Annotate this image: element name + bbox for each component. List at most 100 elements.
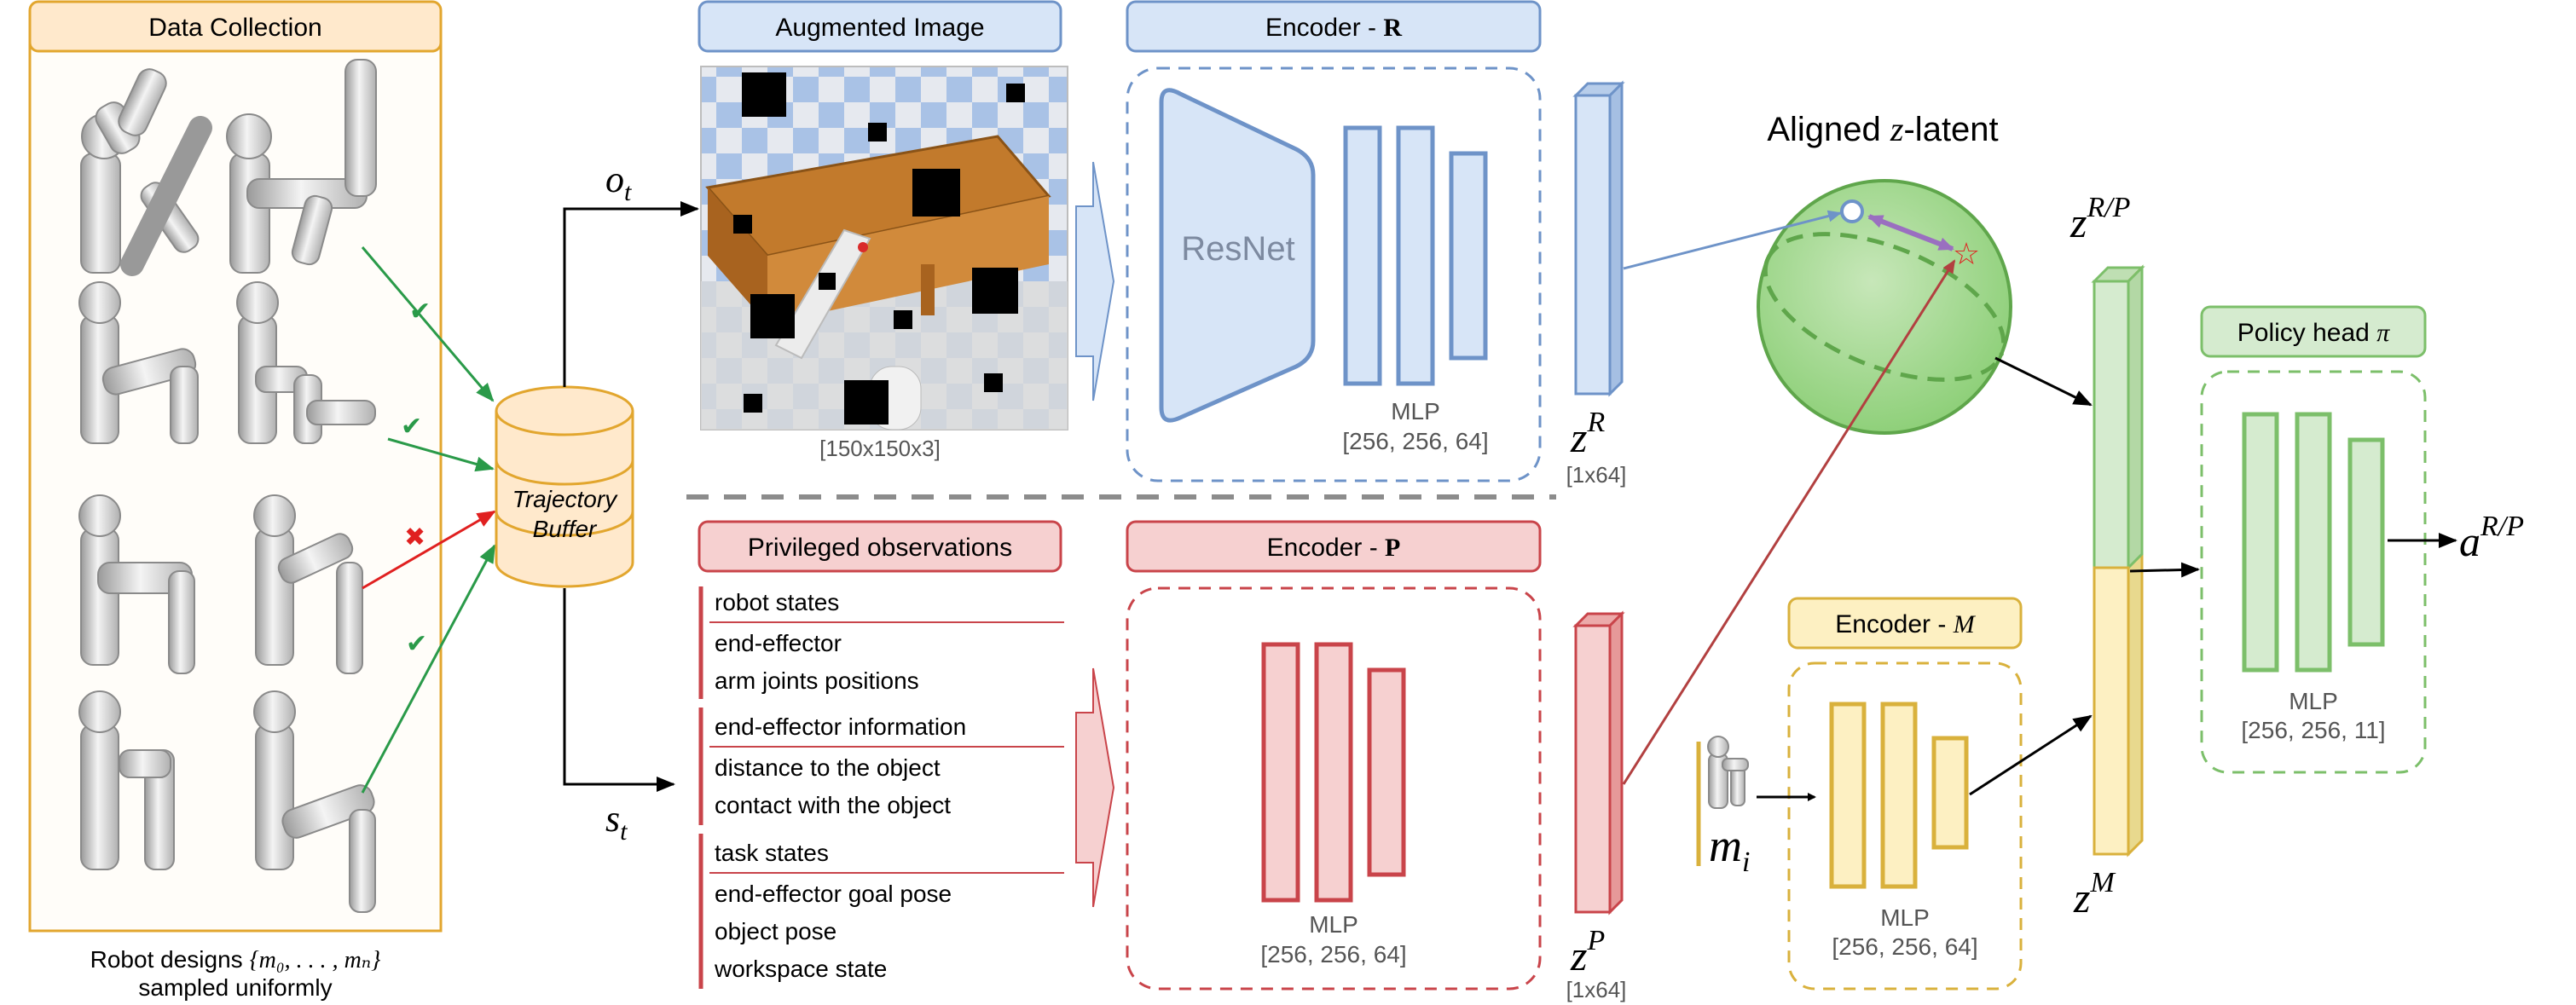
encoder-m-mlp-layers (1829, 702, 1969, 889)
encoder-p: Encoder - P MLP [256, 256, 64] (1126, 520, 1542, 991)
robot-design-3b (253, 494, 363, 674)
concatenated-latent: zR/P zM (2069, 192, 2145, 921)
robot-design-2b (236, 281, 376, 444)
trajectory-buffer-label-1: Trajectory (512, 486, 618, 512)
mlp-layer (1880, 702, 1918, 889)
encoder-p-title-box (1126, 520, 1542, 573)
image-to-encoder-arrow (1075, 161, 1115, 401)
arrow-accepted (361, 246, 495, 402)
trajectory-buffer: Trajectory Buffer (495, 385, 634, 588)
mlp-layer (1343, 125, 1382, 386)
mlp-layer (1396, 125, 1435, 386)
privileged-title: Privileged observations (748, 534, 1012, 562)
arrow-to-privileged (563, 588, 675, 792)
buffer-branch-arrows: ot st (563, 159, 699, 846)
z-p-label: zP (1570, 925, 1605, 979)
encoder-p-title: Encoder - P (1267, 534, 1401, 562)
o-t-label: ot (605, 159, 632, 206)
selection-marks: ✔ ✔ ✖ ✔ (401, 297, 431, 658)
encoder-p-mlp-layers (1261, 642, 1406, 903)
policy-head-frame (2200, 370, 2427, 774)
augmented-image-title: Augmented Image (775, 14, 984, 42)
latent-sphere-equator-back (1765, 232, 2006, 355)
privileged-title-box (698, 520, 1062, 573)
alignment-arrow (1867, 214, 1954, 251)
policy-head: Policy head π MLP [256, 256, 11] (2200, 305, 2427, 774)
encoder-p-mlp-dims: [256, 256, 64] (1260, 941, 1406, 967)
privileged-to-encoder-arrow (1075, 667, 1115, 908)
robot-design-2a (78, 281, 199, 444)
robot-design-1a (80, 68, 212, 276)
arrow-accepted (361, 544, 496, 794)
privileged-group-heading: task states (715, 840, 829, 866)
output-action-label: aR/P (2459, 511, 2524, 565)
check-icon: ✔ (409, 297, 431, 326)
arrow-to-image (563, 201, 699, 387)
resnet-block (1159, 88, 1316, 423)
check-icon: ✔ (401, 413, 422, 441)
privileged-item: end-effector (715, 630, 842, 656)
selection-arrows (361, 246, 496, 794)
encoder-r-mlp-dims: [256, 256, 64] (1342, 428, 1488, 454)
s-t-label: st (605, 798, 628, 846)
latent-sphere-equator-front (1763, 258, 2004, 382)
z-r-label: zR (1570, 407, 1605, 461)
encoder-m: Encoder - M MLP [256, 256, 64] (1787, 597, 2023, 991)
data-collection-title: Data Collection (148, 14, 321, 42)
privileged-item: contact with the object (715, 792, 951, 818)
augmented-image-render (700, 66, 1068, 430)
policy-head-title-box (2200, 305, 2427, 358)
mlp-layer (2347, 437, 2385, 647)
mlp-layer (1367, 667, 1406, 877)
encoder-m-frame (1787, 661, 2023, 991)
encoder-p-mlp-label: MLP (1309, 911, 1358, 938)
robot-design-1b (226, 59, 377, 274)
mlp-layer (1829, 702, 1867, 889)
cross-icon: ✖ (404, 523, 425, 552)
mlp-layer (1314, 642, 1353, 903)
robot-design-3a (78, 494, 195, 674)
encoder-m-mlp-label: MLP (1880, 904, 1930, 931)
augmented-image-panel: Augmented Image (698, 0, 1068, 461)
concat-to-policy-arrow (2129, 562, 2200, 578)
robot-design-thumbnails (78, 59, 377, 913)
aligned-latent-sphere: Aligned z-latent ☆ (1757, 110, 2012, 435)
arrow-rejected (362, 510, 496, 590)
privileged-item: arm joints positions (715, 667, 919, 694)
robot-thumbnail-icon (1707, 736, 1749, 809)
robot-designs-caption-line2: sampled uniformly (138, 974, 332, 1001)
sphere-to-concat-arrow (1994, 356, 2093, 407)
z-p-to-sphere-arrow (1622, 259, 1956, 785)
latent-sphere (1757, 179, 2012, 435)
robot-design-4a (78, 690, 175, 870)
privileged-group-end-effector-info: end-effector information distance to the… (698, 708, 1064, 825)
robot-descriptor-input: mi (1696, 736, 1816, 878)
encoder-m-mlp-dims: [256, 256, 64] (1832, 933, 1977, 960)
trajectory-buffer-label-2: Buffer (533, 516, 598, 542)
aligned-latent-title: Aligned z-latent (1767, 110, 1998, 148)
privileged-group-task-states: task states end-effector goal pose objec… (698, 834, 1064, 989)
m-i-label: mi (1709, 820, 1750, 878)
mlp-layer (2242, 412, 2279, 673)
z-r-dims: [1x64] (1566, 462, 1627, 488)
mlp-layer (1449, 151, 1488, 361)
z-rp-segment (2093, 280, 2130, 569)
policy-head-title: Policy head π (2237, 319, 2390, 347)
policy-mlp-label: MLP (2289, 688, 2338, 714)
encoder-r-title-box (1126, 0, 1542, 53)
encoder-m-to-concat-arrow (1969, 714, 2093, 796)
privileged-item: object pose (715, 918, 836, 944)
data-collection-title-box (28, 0, 443, 53)
z-r-point (1840, 199, 1864, 223)
z-m-segment (2093, 566, 2130, 856)
data-collection-panel: Data Collection (28, 0, 443, 1001)
augmented-image-title-box (698, 0, 1062, 53)
z-r-to-sphere-arrow (1623, 210, 1842, 270)
encoder-m-title: Encoder - M (1835, 610, 1976, 638)
encoder-m-title-box (1787, 597, 2023, 650)
z-r-latent: zR [1x64] (1566, 80, 1627, 488)
encoder-r-mlp-label: MLP (1391, 398, 1440, 425)
robot-design-4b (253, 690, 376, 913)
policy-mlp-dims: [256, 256, 11] (2241, 717, 2385, 743)
